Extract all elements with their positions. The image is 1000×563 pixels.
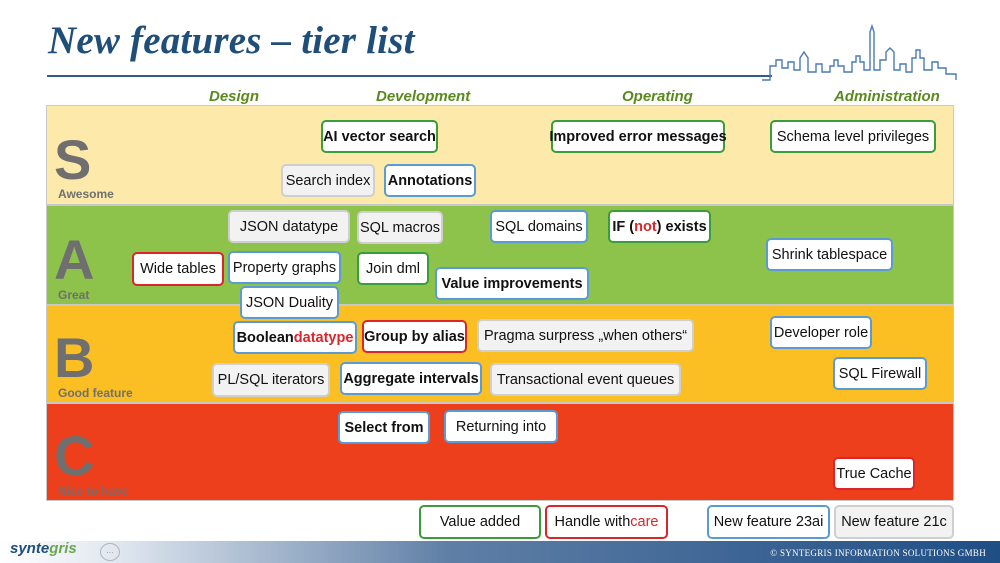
feature-sql-firewall: SQL Firewall <box>833 357 927 390</box>
legend-value-added: Value added <box>419 505 541 539</box>
feature-json-duality: JSON Duality <box>240 286 339 319</box>
feature-group-by-alias: Group by alias <box>362 320 467 353</box>
legend-new-feature-21c: New feature 21c <box>834 505 954 539</box>
feature-select-from: Select from <box>338 411 430 444</box>
tier-letter-s: S <box>54 128 92 191</box>
feature-boolean-datatype: Boolean datatype <box>233 321 357 354</box>
feature-value-improvements: Value improvements <box>435 267 589 300</box>
tier-letter-a: A <box>54 228 95 291</box>
dots-icon: ··· <box>100 543 120 561</box>
feature-join-dml: Join dml <box>357 252 429 285</box>
tier-letter-c: C <box>54 424 95 487</box>
feature-ai-vector-search: AI vector search <box>321 120 438 153</box>
feature-pragma-surpress: Pragma surpress „when others“ <box>477 319 694 352</box>
feature-property-graphs: Property graphs <box>228 251 341 284</box>
feature-wide-tables: Wide tables <box>132 252 224 286</box>
legend-new-feature-23ai: New feature 23ai <box>707 505 830 539</box>
column-header-design: Design <box>209 88 260 105</box>
city-skyline-icon <box>762 23 957 81</box>
feature-json-datatype: JSON datatype <box>228 210 350 243</box>
footer-bar <box>0 541 1000 563</box>
tier-label-nice-to-have: Nice to have <box>58 484 129 498</box>
tier-letter-b: B <box>54 326 95 389</box>
tier-label-awesome: Awesome <box>58 187 114 201</box>
syntegris-logo: syntegris <box>10 540 77 557</box>
feature-developer-role: Developer role <box>770 316 872 349</box>
feature-transactional-event-queues: Transactional event queues <box>490 363 681 396</box>
feature-true-cache: True Cache <box>833 457 915 490</box>
column-header-administration: Administration <box>834 88 940 105</box>
column-header-operating: Operating <box>622 88 693 105</box>
title-underline <box>47 75 772 77</box>
copyright-text: © SYNTEGRIS INFORMATION SOLUTIONS GMBH <box>770 548 986 558</box>
feature-schema-level-privileges: Schema level privileges <box>770 120 936 153</box>
tier-label-good-feature: Good feature <box>58 386 133 400</box>
page-title: New features – tier list <box>48 19 415 62</box>
feature-sql-macros: SQL macros <box>357 211 443 244</box>
tier-label-great: Great <box>58 288 90 302</box>
feature-shrink-tablespace: Shrink tablespace <box>766 238 893 271</box>
feature-annotations: Annotations <box>384 164 476 197</box>
legend-handle-with-care: Handle with care <box>545 505 668 539</box>
feature-aggregate-intervals: Aggregate intervals <box>340 362 482 395</box>
feature-returning-into: Returning into <box>444 410 558 443</box>
feature-if-not-exists: IF (not) exists <box>608 210 711 243</box>
feature-plsql-iterators: PL/SQL iterators <box>212 363 330 397</box>
column-header-development: Development <box>376 88 471 105</box>
feature-improved-error-messages: Improved error messages <box>549 120 727 153</box>
feature-sql-domains: SQL domains <box>490 210 588 243</box>
feature-search-index: Search index <box>281 164 375 197</box>
